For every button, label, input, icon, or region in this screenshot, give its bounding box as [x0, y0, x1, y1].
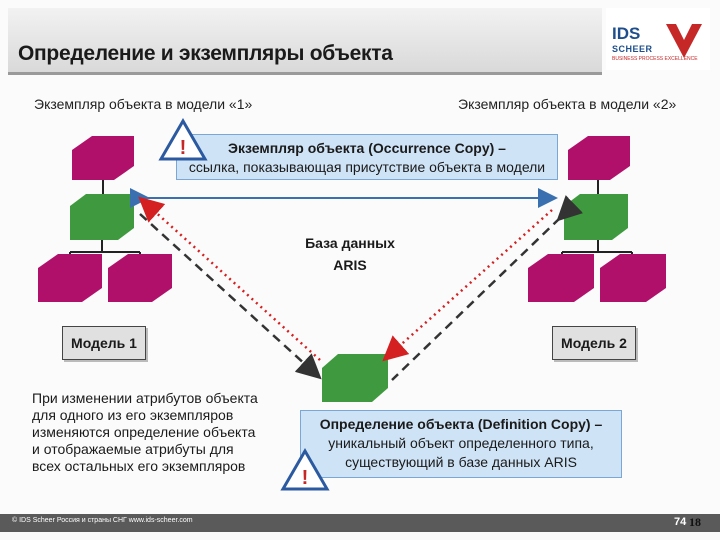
definition-node — [322, 354, 388, 402]
left-dotted-arrow — [138, 196, 321, 361]
definition-callout: Определение объекта (Definition Copy) – … — [300, 410, 622, 478]
note-line: и отображаемые атрибуты для — [32, 441, 234, 457]
warning-icon: ! — [158, 118, 208, 161]
left-top-node — [72, 136, 134, 180]
warning-symbol: ! — [302, 467, 309, 489]
right-dashed-arrow — [391, 195, 584, 381]
warning-icon: ! — [280, 448, 330, 491]
attribute-change-note: При изменении атрибутов объекта для одно… — [32, 390, 282, 475]
note-line: для одного из его экземпляров — [32, 407, 234, 423]
company-logo: IDS SCHEER BUSINESS PROCESS EXCELLENCE — [606, 8, 710, 70]
left-dashed-arrow — [139, 213, 322, 380]
header-band — [8, 8, 602, 72]
occurrence-label-left: Экземпляр объекта в модели «1» — [34, 96, 253, 112]
page-title: Определение и экземпляры объекта — [18, 42, 393, 65]
footer-bar: © IDS Scheer Россия и страны СНГ www.ids… — [0, 514, 720, 532]
definition-callout-title: Определение объекта (Definition Copy) – — [319, 416, 603, 432]
right-dotted-arrow — [382, 209, 553, 362]
footer-copyright: © IDS Scheer Россия и страны СНГ www.ids… — [12, 517, 193, 524]
occurrence-callout-text: ссылка, показывающая присутствие объекта… — [188, 159, 546, 175]
definition-callout-text-2: существующий в базе данных ARIS — [345, 454, 577, 470]
slide-number-overlay: 18 — [689, 515, 701, 529]
warning-symbol: ! — [180, 137, 187, 159]
right-occurrence-node — [564, 194, 628, 240]
logo-text-ids: IDS — [612, 24, 641, 43]
logo-tagline: BUSINESS PROCESS EXCELLENCE — [612, 56, 698, 62]
left-child-node-2 — [108, 254, 172, 302]
right-child-node-1 — [528, 254, 594, 302]
left-child-node-1 — [38, 254, 102, 302]
header-divider — [8, 72, 602, 75]
note-line: изменяются определение объекта — [32, 424, 256, 440]
model-2-box: Модель 2 — [552, 326, 636, 360]
database-label-line1: База данных — [305, 235, 395, 251]
occurrence-callout: Экземпляр объекта (Occurrence Copy) – сс… — [176, 134, 558, 180]
database-label: База данных ARIS — [300, 232, 400, 276]
logo-text-scheer: SCHEER — [612, 44, 653, 54]
right-child-node-2 — [600, 254, 666, 302]
occurrence-callout-title: Экземпляр объекта (Occurrence Copy) – — [228, 140, 506, 156]
logo-mark-icon — [666, 24, 702, 58]
database-label-line2: ARIS — [333, 257, 367, 273]
right-top-node — [568, 136, 630, 180]
note-line: При изменении атрибутов объекта — [32, 390, 258, 406]
footer-page-number: 74 — [674, 516, 687, 528]
occurrence-label-right: Экземпляр объекта в модели «2» — [458, 96, 677, 112]
model-1-box: Модель 1 — [62, 326, 146, 360]
left-model-tree — [38, 136, 172, 302]
definition-callout-text-1: уникальный объект определенного типа, — [328, 435, 594, 451]
left-occurrence-node — [70, 194, 134, 240]
note-line: всех остальных его экземпляров — [32, 458, 246, 474]
